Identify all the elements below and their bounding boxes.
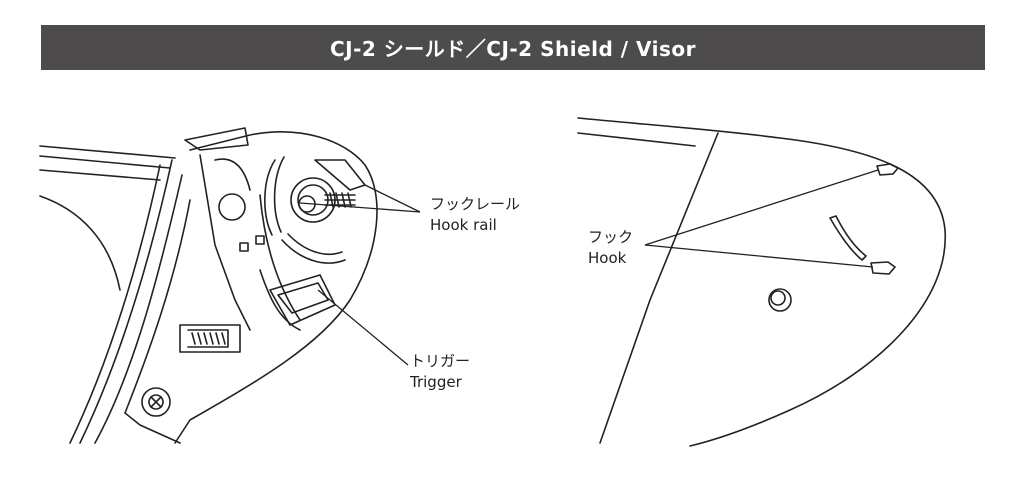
trigger-label-en: Trigger (410, 373, 462, 391)
visor-diagram (577, 117, 946, 447)
hook-rail-label: フックレール Hook rail (430, 194, 520, 236)
pivot-pin (218, 193, 246, 221)
visor-outline (577, 117, 946, 447)
leader-lines (299, 184, 421, 366)
hook-rail (264, 156, 366, 264)
visor-hooks (829, 163, 899, 275)
pivot-boss (290, 177, 356, 223)
hook-rail-label-jp: フックレール (430, 195, 521, 213)
helmet-shell (69, 159, 191, 444)
trigger-label: トリガー Trigger (410, 351, 470, 393)
visor-button (768, 288, 792, 312)
hook-label-en: Hook (588, 249, 627, 267)
hook-rail-label-en: Hook rail (430, 216, 497, 234)
hook-label: フック Hook (588, 227, 633, 269)
trigger (259, 269, 336, 331)
hook-label-jp: フック (588, 228, 634, 246)
small-tabs (239, 235, 265, 252)
base-plate (174, 127, 378, 444)
spring (179, 324, 241, 353)
page-title-text: CJ-2 シールド／CJ-2 Shield / Visor (329, 37, 697, 61)
page-title: CJ-2 シールド／CJ-2 Shield / Visor (41, 25, 985, 70)
mount-screw (141, 387, 171, 417)
pivot-mechanism-diagram (39, 127, 421, 444)
shield-edge-lines (39, 145, 176, 291)
hook-leader-lines (644, 169, 879, 268)
trigger-label-jp: トリガー (410, 352, 471, 370)
